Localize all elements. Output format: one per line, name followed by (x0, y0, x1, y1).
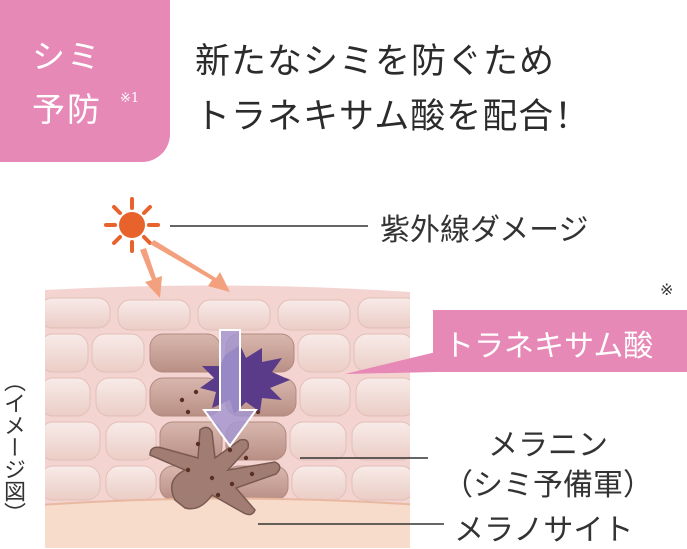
badge-line-2: 予防 (32, 90, 102, 129)
tranexamic-label: トラネキサム酸 (444, 329, 654, 364)
headline-line-2: トラネキサム酸を配合！ (195, 97, 591, 137)
melanocyte-shape (149, 426, 281, 516)
block-arrow-icon (202, 329, 258, 448)
skin-cells (45, 297, 410, 501)
sun-icon (104, 197, 160, 253)
uv-damage-label: 紫外線ダメージ (380, 213, 589, 248)
melanocyte-label: メラノサイト (454, 513, 634, 548)
badge-footnote-mark: ※1 (120, 91, 140, 106)
tranexamic-label-box (433, 310, 687, 372)
prevention-badge: シミ 予防 ※1 (0, 0, 170, 162)
headline-line-1: 新たなシミを防ぐため (195, 42, 556, 82)
tranexamic-footnote-mark: ※ (660, 280, 674, 299)
melanin-sublabel: （シミ予備軍） (443, 468, 653, 503)
tranexamic-pointer (345, 352, 436, 374)
badge-line-1: シミ (32, 37, 102, 76)
image-note: （イメージ図） (0, 370, 25, 524)
uv-arrows (140, 240, 230, 298)
melanin-label: メラニン (488, 428, 608, 463)
melanin-dots (179, 389, 265, 498)
